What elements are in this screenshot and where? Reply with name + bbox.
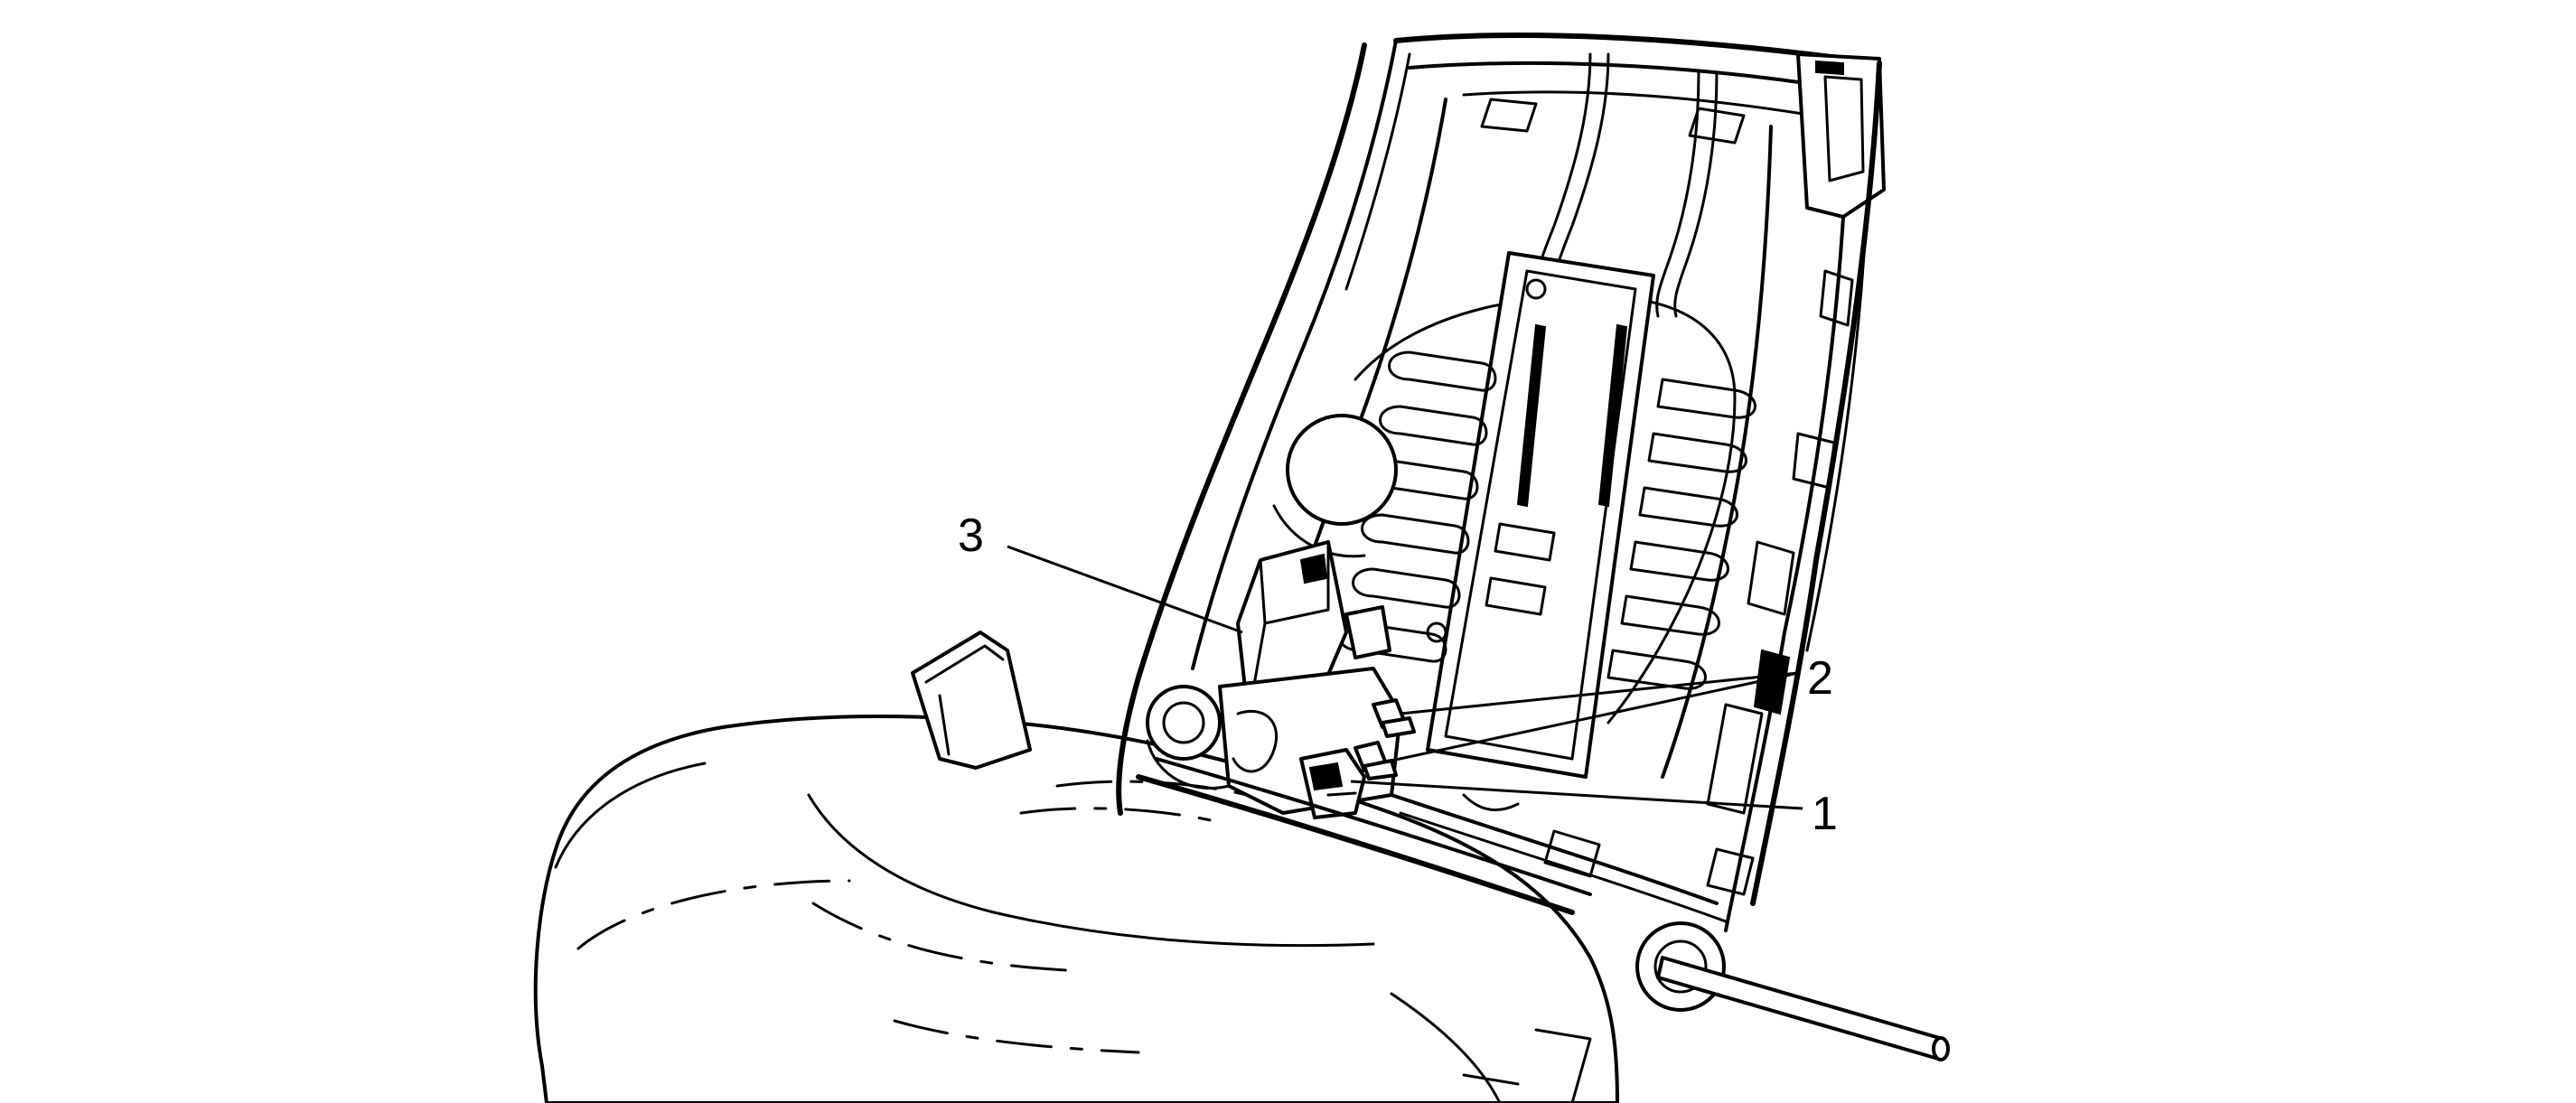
- leader-line-2a: [1400, 671, 1799, 715]
- callout-label-3: 3: [958, 509, 984, 562]
- lumbar-panel: [1338, 251, 1756, 779]
- seat-cushion: [533, 715, 1619, 1103]
- callout-2: 2: [1391, 652, 1833, 762]
- seat-belt-buckle: [911, 631, 1032, 770]
- recliner-gear: [1272, 414, 1398, 558]
- callout-3: 3: [958, 509, 1243, 634]
- seatback-frame: [1116, 33, 1886, 932]
- leader-line-2b: [1391, 671, 1799, 762]
- callout-1: 1: [1350, 780, 1838, 840]
- motor-bracket: [1218, 667, 1402, 819]
- mounting-bolts: [1354, 698, 1416, 781]
- lower-frame: [1136, 685, 1950, 1103]
- leader-line-3: [1007, 545, 1243, 634]
- callout-label-1: 1: [1812, 788, 1838, 840]
- callout-label-2: 2: [1807, 652, 1833, 705]
- leader-line-1: [1350, 780, 1803, 810]
